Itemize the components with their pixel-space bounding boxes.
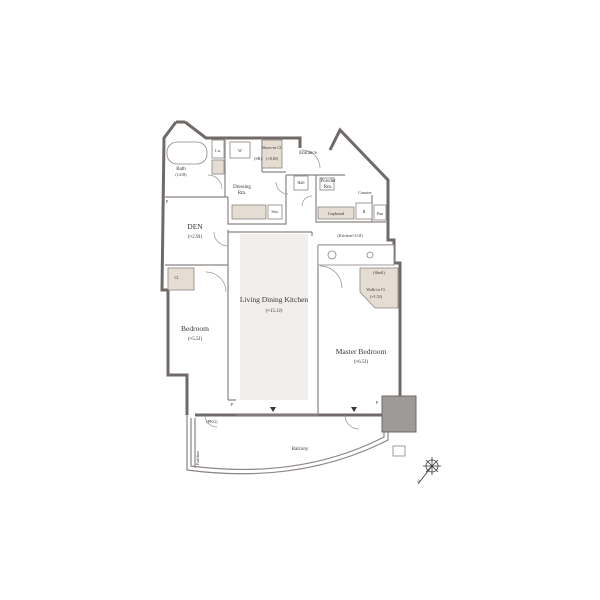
sen-closet: [267, 204, 283, 220]
door-powder: [301, 195, 313, 207]
shoes-closet-label: Shoes-in Cl.: [262, 145, 283, 150]
kitchen-counter: [317, 244, 395, 266]
shoes-closet: [261, 139, 283, 169]
door-bedroom: [205, 271, 227, 293]
dressing-note: Rm.: [238, 191, 246, 196]
window-marker-right: [351, 407, 357, 412]
bath-note: (1418): [175, 172, 187, 177]
powder-note: Rm.: [324, 185, 332, 190]
cupboard: [317, 206, 355, 220]
hob-ring: [366, 251, 374, 259]
pan-label: Pan: [377, 211, 384, 216]
door-dressing: [275, 181, 289, 195]
counter-label: Counter: [358, 190, 372, 195]
door-den: [213, 231, 229, 247]
p-right-label: P: [376, 400, 379, 405]
balcony-label: Balcony: [292, 447, 309, 452]
ldk-label: Living Dining Kitchen: [240, 295, 309, 304]
dressing-label: Dressing: [233, 185, 251, 190]
walkin-label: Walk-in Cl.: [366, 287, 385, 292]
p-top-label: P: [166, 199, 169, 204]
compass-n-label: N: [416, 478, 422, 483]
washbasin: [211, 139, 225, 159]
window-marker-left: [270, 407, 276, 412]
bedroom-closet: [167, 267, 195, 291]
bedroom-size: (≈5.5J): [188, 337, 203, 342]
bedroom-label: Bedroom: [181, 324, 209, 333]
entrance-label: Entrance: [299, 151, 318, 156]
powder-fixture: [319, 177, 335, 191]
pantry: [373, 204, 387, 221]
door-entrance: [301, 149, 321, 169]
fridge: [355, 202, 373, 220]
compass-icon: [417, 457, 441, 485]
partition-label: Partition: [195, 450, 200, 465]
ln-label: Ln.: [215, 148, 221, 153]
bathtub: [166, 141, 208, 165]
ldk-floor-area: [240, 234, 308, 400]
balcony-outline-inner: [190, 418, 385, 471]
sink-bowl: [327, 250, 337, 260]
kitchen-label: (Kitchen≈3.0J): [337, 233, 363, 238]
cl-label: Cl.: [174, 275, 179, 280]
w-label: W: [238, 148, 242, 153]
pkg-label: (PKG): [206, 419, 218, 424]
balcony-unit: [381, 395, 417, 433]
door-balcony-left: [204, 414, 218, 428]
ln-closet: [211, 159, 225, 175]
door-bath: [207, 174, 223, 190]
cupboard-label: Cupboard: [328, 211, 345, 216]
ldk-size: (≈15.1J): [266, 309, 283, 314]
den-label: DEN: [187, 222, 203, 231]
door-balcony-right: [344, 414, 360, 430]
hall-label: Hall: [297, 180, 305, 185]
walkin-closet: [359, 267, 399, 309]
powder-label: Powder: [320, 179, 336, 184]
walkin-size: (≈1.5J): [370, 294, 383, 299]
master-size: (≈6.5J): [354, 360, 369, 365]
door-master: [319, 265, 343, 289]
sr-label: (SR): [254, 156, 263, 161]
sen-label: Sen.: [271, 209, 278, 214]
hall-box: [293, 175, 309, 191]
dressing-counter: [231, 204, 267, 220]
balcony-outline: [186, 415, 396, 475]
den-size: (≈2.9J): [188, 235, 203, 240]
shelf-label: (Shelf): [373, 270, 385, 275]
p-left-label: P: [231, 402, 234, 407]
washer-space: [229, 141, 251, 159]
balcony-small-box: [392, 445, 406, 457]
bath-label: Bath: [176, 167, 186, 172]
shoes-closet-note: (≈0.8J): [266, 156, 279, 161]
r-label: R: [363, 209, 366, 214]
master-label: Master Bedroom: [336, 347, 387, 356]
